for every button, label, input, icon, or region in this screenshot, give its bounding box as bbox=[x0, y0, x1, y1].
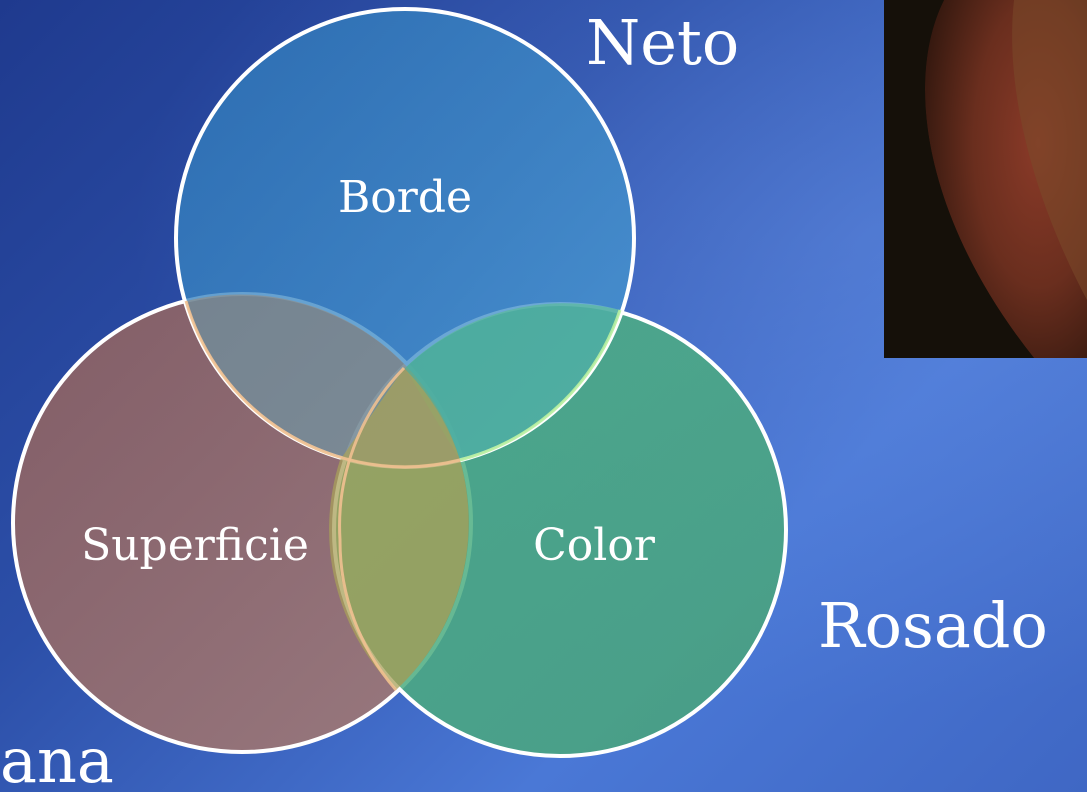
label-borde: Borde bbox=[338, 172, 472, 223]
outer-label-rosado: Rosado bbox=[818, 595, 1048, 657]
label-color: Color bbox=[533, 520, 656, 571]
clinical-photo bbox=[884, 0, 1087, 358]
photo-image bbox=[884, 0, 1087, 358]
outer-label-neto: Neto bbox=[586, 12, 739, 74]
outer-label-sana: ana bbox=[0, 730, 114, 792]
label-superficie: Superficie bbox=[81, 520, 309, 571]
